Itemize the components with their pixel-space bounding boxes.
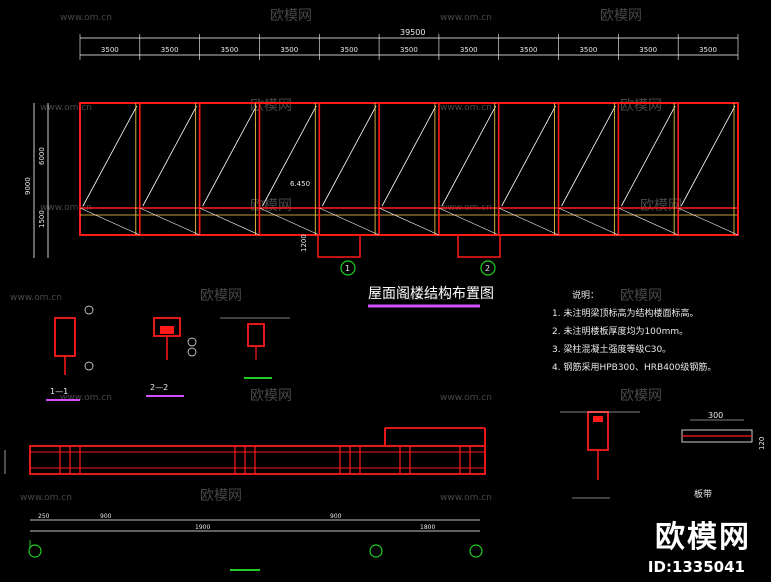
beam-dim-4: 1800 xyxy=(420,524,435,531)
beam-stirrups xyxy=(59,446,471,474)
slab-strip-detail: 300 120 板带 xyxy=(681,411,766,500)
height-total-label: 9000 xyxy=(24,177,32,195)
watermark-text: www.om.cn xyxy=(20,493,72,503)
bay-lower-diagonal xyxy=(79,207,140,236)
axis-bubble-left xyxy=(340,260,356,276)
bay-lower-diagonal xyxy=(319,207,380,236)
bay-diagonal xyxy=(321,105,377,207)
watermark-text: 欧模网 xyxy=(270,8,312,24)
beam-dimension-labels: 900 900 1900 1800 250 xyxy=(38,513,435,531)
bay-diagonal xyxy=(202,105,257,207)
bay-diagonal xyxy=(381,105,437,207)
bay-dimension-label: 3500 xyxy=(101,46,119,54)
watermark-layer: www.om.cn 欧模网 www.om.cn 欧模网 www.om.cn 欧模网 www.… xyxy=(10,8,682,504)
height-lower-label: 1500 xyxy=(38,210,46,228)
bay-lower-diagonal xyxy=(678,207,739,236)
bay-diagonal xyxy=(82,105,138,207)
note-4: 4. 钢筋采用HPB300、HRB400级钢筋。 xyxy=(552,363,717,373)
design-notes: 说明： 1. 未注明梁顶标高为结构楼面标高。 2. 未注明楼板厚度均为100mm… xyxy=(552,287,762,377)
overall-dimension-label: 39500 xyxy=(400,28,425,37)
brand-logo-text: 欧模网 xyxy=(655,520,751,555)
axis-bubble-right xyxy=(480,260,496,276)
height-upper-label: 6000 xyxy=(38,147,46,165)
bay-lower-diagonal xyxy=(259,207,320,236)
axis-bubble-left-label: 1 xyxy=(345,264,350,273)
bay-dimension-label: 3500 xyxy=(520,46,538,54)
beam-dim-5: 250 xyxy=(38,513,50,520)
watermark-text: www.om.cn xyxy=(60,13,112,23)
bay-dimension-label: 3500 xyxy=(699,46,717,54)
watermark-text: www.om.cn xyxy=(440,103,492,113)
bay-dimension-label: 3500 xyxy=(221,46,239,54)
watermark-text: www.om.cn xyxy=(440,393,492,403)
watermark-text: www.om.cn xyxy=(40,203,92,213)
elevation-label: 6.450 xyxy=(290,180,310,188)
bay-diagonal xyxy=(441,105,497,207)
watermark-text: www.om.cn xyxy=(440,13,492,23)
section-detail-right xyxy=(560,411,640,499)
watermark-text: www.om.cn xyxy=(10,293,62,303)
bay-lower-diagonal xyxy=(498,207,559,236)
beam-dim-3: 1900 xyxy=(195,524,210,531)
watermark-text: 欧模网 xyxy=(620,388,662,404)
axis-bubble-right-label: 2 xyxy=(485,264,490,273)
bay-diagonal xyxy=(680,105,736,207)
bay-dimension-label: 3500 xyxy=(340,46,358,54)
watermark-text: 欧模网 xyxy=(620,98,662,114)
slab-dim-width: 300 xyxy=(708,411,723,420)
left-dimensions: 9000 6000 1500 xyxy=(24,103,49,258)
beam-dim-1: 900 xyxy=(100,513,112,520)
bay-diagonal xyxy=(621,105,676,207)
section-2-label: 2—2 xyxy=(150,383,168,392)
beam-dim-2: 900 xyxy=(330,513,342,520)
slab-dim-height: 120 xyxy=(758,437,766,450)
notes-title: 说明： xyxy=(572,291,600,301)
stair-notches: 1200 1 2 xyxy=(300,234,501,276)
watermark-text: 欧模网 xyxy=(250,388,292,404)
bay-dimension-label: 3500 xyxy=(639,46,657,54)
watermark-text: 欧模网 xyxy=(640,198,682,214)
bay-dimensions: 3500 3500 3500 3500 3500 3500 3500 3500 3500 3500… xyxy=(79,34,739,60)
bay-lower-diagonal xyxy=(378,207,440,236)
section-detail-3 xyxy=(220,317,290,379)
bay-lower-diagonal xyxy=(618,207,679,236)
bay-diagonal xyxy=(561,105,616,207)
watermark-text: www.om.cn xyxy=(400,293,452,303)
beam-elevation xyxy=(4,427,486,571)
section-1-label: 1—1 xyxy=(50,387,68,396)
height-side-label: 1200 xyxy=(300,234,308,252)
note-1: 1. 未注明梁顶标高为结构楼面标高。 xyxy=(552,309,699,319)
bay-diagonal xyxy=(262,105,317,207)
bay-lower-diagonal xyxy=(199,207,260,236)
plan-frame xyxy=(79,102,739,236)
bay-diagonal xyxy=(501,105,556,207)
bay-lower-diagonal xyxy=(438,207,499,236)
watermark-text: www.om.cn xyxy=(60,393,112,403)
bay-dimension-label: 3500 xyxy=(161,46,179,54)
bay-dimension-label: 3500 xyxy=(400,46,418,54)
bay-lower-diagonal xyxy=(558,207,619,236)
bay-dimension-label: 3500 xyxy=(460,46,478,54)
plan-title: 屋面阁楼结构布置图 xyxy=(368,286,494,302)
watermark-text: 欧模网 xyxy=(200,288,242,304)
top-dimension: 39500 xyxy=(80,28,738,56)
section-detail-2: 2—2 xyxy=(146,317,197,397)
section-detail-1: 1—1 xyxy=(46,305,94,401)
bay-diagonal xyxy=(142,105,197,207)
watermark-text: www.om.cn xyxy=(440,493,492,503)
plan-bays xyxy=(79,103,739,236)
watermark-text: 欧模网 xyxy=(600,8,642,24)
watermark-text: 欧模网 xyxy=(200,488,242,504)
brand-id: ID:1335041 xyxy=(647,558,745,576)
bay-lower-diagonal xyxy=(139,207,200,236)
note-3: 3. 梁柱混凝土强度等级C30。 xyxy=(552,345,672,355)
watermark-text: 欧模网 xyxy=(620,288,662,304)
note-2: 2. 未注明楼板厚度均为100mm。 xyxy=(552,327,689,337)
bay-dimension-label: 3500 xyxy=(579,46,597,54)
slab-label: 板带 xyxy=(694,488,712,500)
watermark-text: 欧模网 xyxy=(250,198,292,214)
bay-dimension-label: 3500 xyxy=(280,46,298,54)
watermark-text: www.om.cn xyxy=(40,103,92,113)
